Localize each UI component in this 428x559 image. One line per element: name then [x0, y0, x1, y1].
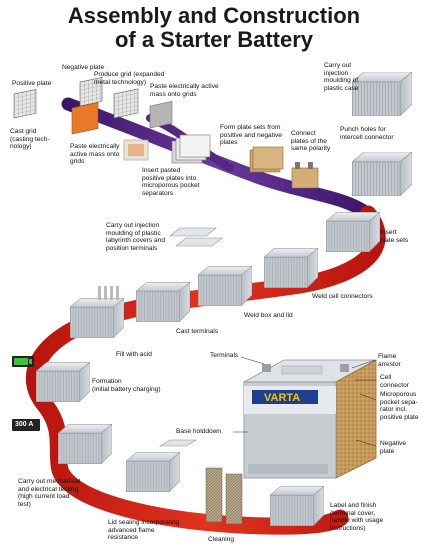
- label-paste-negative: Paste electrically active mass onto grid…: [150, 83, 219, 98]
- paste-positive-plate: [71, 102, 99, 135]
- label-weld-cell: Weld cell connectors: [312, 293, 373, 300]
- label-insert-plate-sets: Insert plate sets: [380, 229, 409, 244]
- label-formation: Formation (initial battery charging): [92, 378, 161, 393]
- cast-grid-plate: [13, 88, 37, 119]
- current-meter: [12, 419, 40, 431]
- label-negative-plate: Negative plate: [62, 64, 105, 71]
- label-microporous: Microporous pocket sepa- rator incl. pos…: [380, 391, 419, 421]
- label-produce-grid: Produce grid (expanded metal technology): [94, 71, 165, 86]
- welded-connectors-battery: [264, 248, 318, 288]
- meter-readout: 300 A: [15, 421, 34, 428]
- varta-logo: VARTA: [264, 392, 300, 404]
- labyrinth-covers: [169, 227, 223, 247]
- process-band-purple: [61, 97, 375, 221]
- label-carry-out-covers: Carry out injection moulding of plastic …: [106, 222, 166, 252]
- label-negative-plate-cutaway: Negative plate: [380, 440, 407, 455]
- label-connect-plates: Connect plates of the same polarity: [291, 130, 331, 153]
- charging-indicator: [12, 356, 34, 367]
- label-insert-pasted: Insert pasted positive plates into micro…: [142, 167, 200, 197]
- cast-terminals-battery: [136, 282, 190, 322]
- cleaning-brushes: [205, 467, 243, 525]
- label-cast-terminals: Cast terminals: [176, 328, 219, 335]
- title-line-1: Assembly and Construction: [67, 3, 361, 28]
- label-fill-acid: Fill with acid: [116, 351, 152, 358]
- label-label-finish: Label and finish (terminal cover, handle…: [330, 502, 384, 532]
- label-cell-connector: Cell connector: [380, 374, 409, 389]
- label-cleaning: Cleaning: [208, 536, 235, 543]
- label-terminals: Terminals: [210, 352, 239, 359]
- title-line-2: of a Starter Battery: [114, 27, 314, 52]
- sealed-battery: [126, 452, 180, 492]
- label-base-holddown: Base holddown: [176, 428, 222, 435]
- label-testing: Carry out mechanical and electrical test…: [18, 478, 81, 508]
- label-lid-sealing: Lid sealing incorporating advanced flame…: [108, 519, 180, 542]
- acid-filled-battery: [70, 298, 124, 338]
- punched-case: [352, 152, 412, 196]
- label-flame-arrestor: Flame arrestor: [378, 353, 401, 368]
- label-punch-holes: Punch holes for intercell connector: [340, 126, 394, 141]
- acid-fill-nozzles: [98, 286, 119, 300]
- case-with-plate-sets: [326, 212, 380, 252]
- label-weld-box: Weld box and lid: [244, 312, 293, 319]
- label-positive-plate: Positive plate: [12, 80, 52, 87]
- leader-lines: [233, 356, 377, 447]
- label-paste-positive: Paste electrically active mass onto grid…: [70, 143, 120, 166]
- tested-battery: [58, 424, 112, 464]
- formation-battery: [36, 362, 90, 402]
- plate-set: [249, 146, 284, 173]
- label-carry-out-case: Carry out injection moulding of plastic …: [324, 62, 359, 92]
- label-form-plate-sets: Form plate sets from positive and negati…: [220, 124, 282, 147]
- label-cast-grid: Cast grid (casting tech- nology): [10, 128, 50, 151]
- pocket-separator: [123, 139, 149, 161]
- paste-negative-plate: [113, 88, 139, 119]
- cutaway-battery: [243, 359, 377, 479]
- pasted-negative-plate: [149, 100, 173, 129]
- connected-plate-set: [291, 162, 319, 189]
- sealing-lid: [158, 439, 198, 447]
- welded-lid-battery: [198, 266, 252, 306]
- plate-stack: [171, 134, 211, 164]
- plastic-case: [352, 72, 412, 116]
- finished-battery: [270, 486, 324, 526]
